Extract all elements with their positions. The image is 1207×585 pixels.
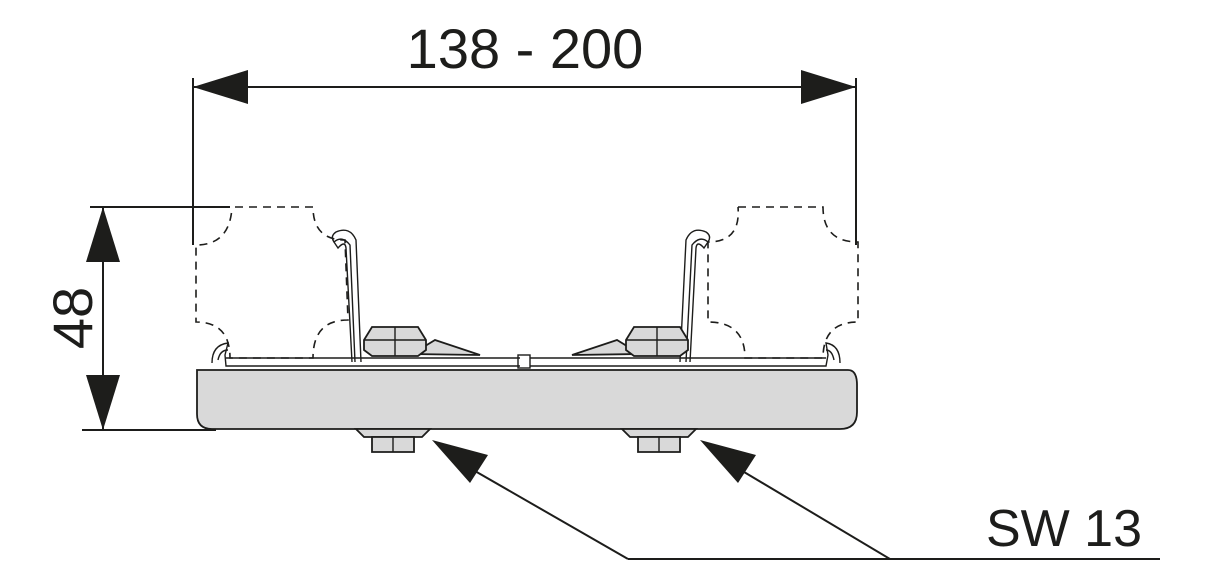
bottom-nut-right xyxy=(619,428,699,453)
leader-arrow-left xyxy=(432,440,488,483)
top-nut-right xyxy=(625,326,689,357)
width-dimension: 138 - 200 xyxy=(192,17,857,245)
center-joint xyxy=(517,354,531,369)
clamp-bracket xyxy=(211,229,841,369)
height-dimension: 48 xyxy=(41,206,230,431)
top-nut-left xyxy=(363,326,427,357)
rail-profile-left xyxy=(193,206,349,359)
height-label: 48 xyxy=(41,287,104,349)
width-arrow-left xyxy=(193,70,248,104)
leader-arrow-right xyxy=(700,440,756,483)
height-arrow-top xyxy=(86,207,120,262)
base-plate xyxy=(196,369,858,430)
leader-left xyxy=(467,466,629,560)
leader-right xyxy=(733,465,891,560)
rail-profile-right xyxy=(707,206,859,359)
wrench-size-leader: SW 13 xyxy=(432,440,1160,560)
width-arrow-right xyxy=(801,70,856,104)
wrench-size-label: SW 13 xyxy=(986,500,1142,558)
height-arrow-bottom xyxy=(86,375,120,430)
width-label: 138 - 200 xyxy=(407,17,644,80)
bottom-nut-left xyxy=(353,428,433,453)
